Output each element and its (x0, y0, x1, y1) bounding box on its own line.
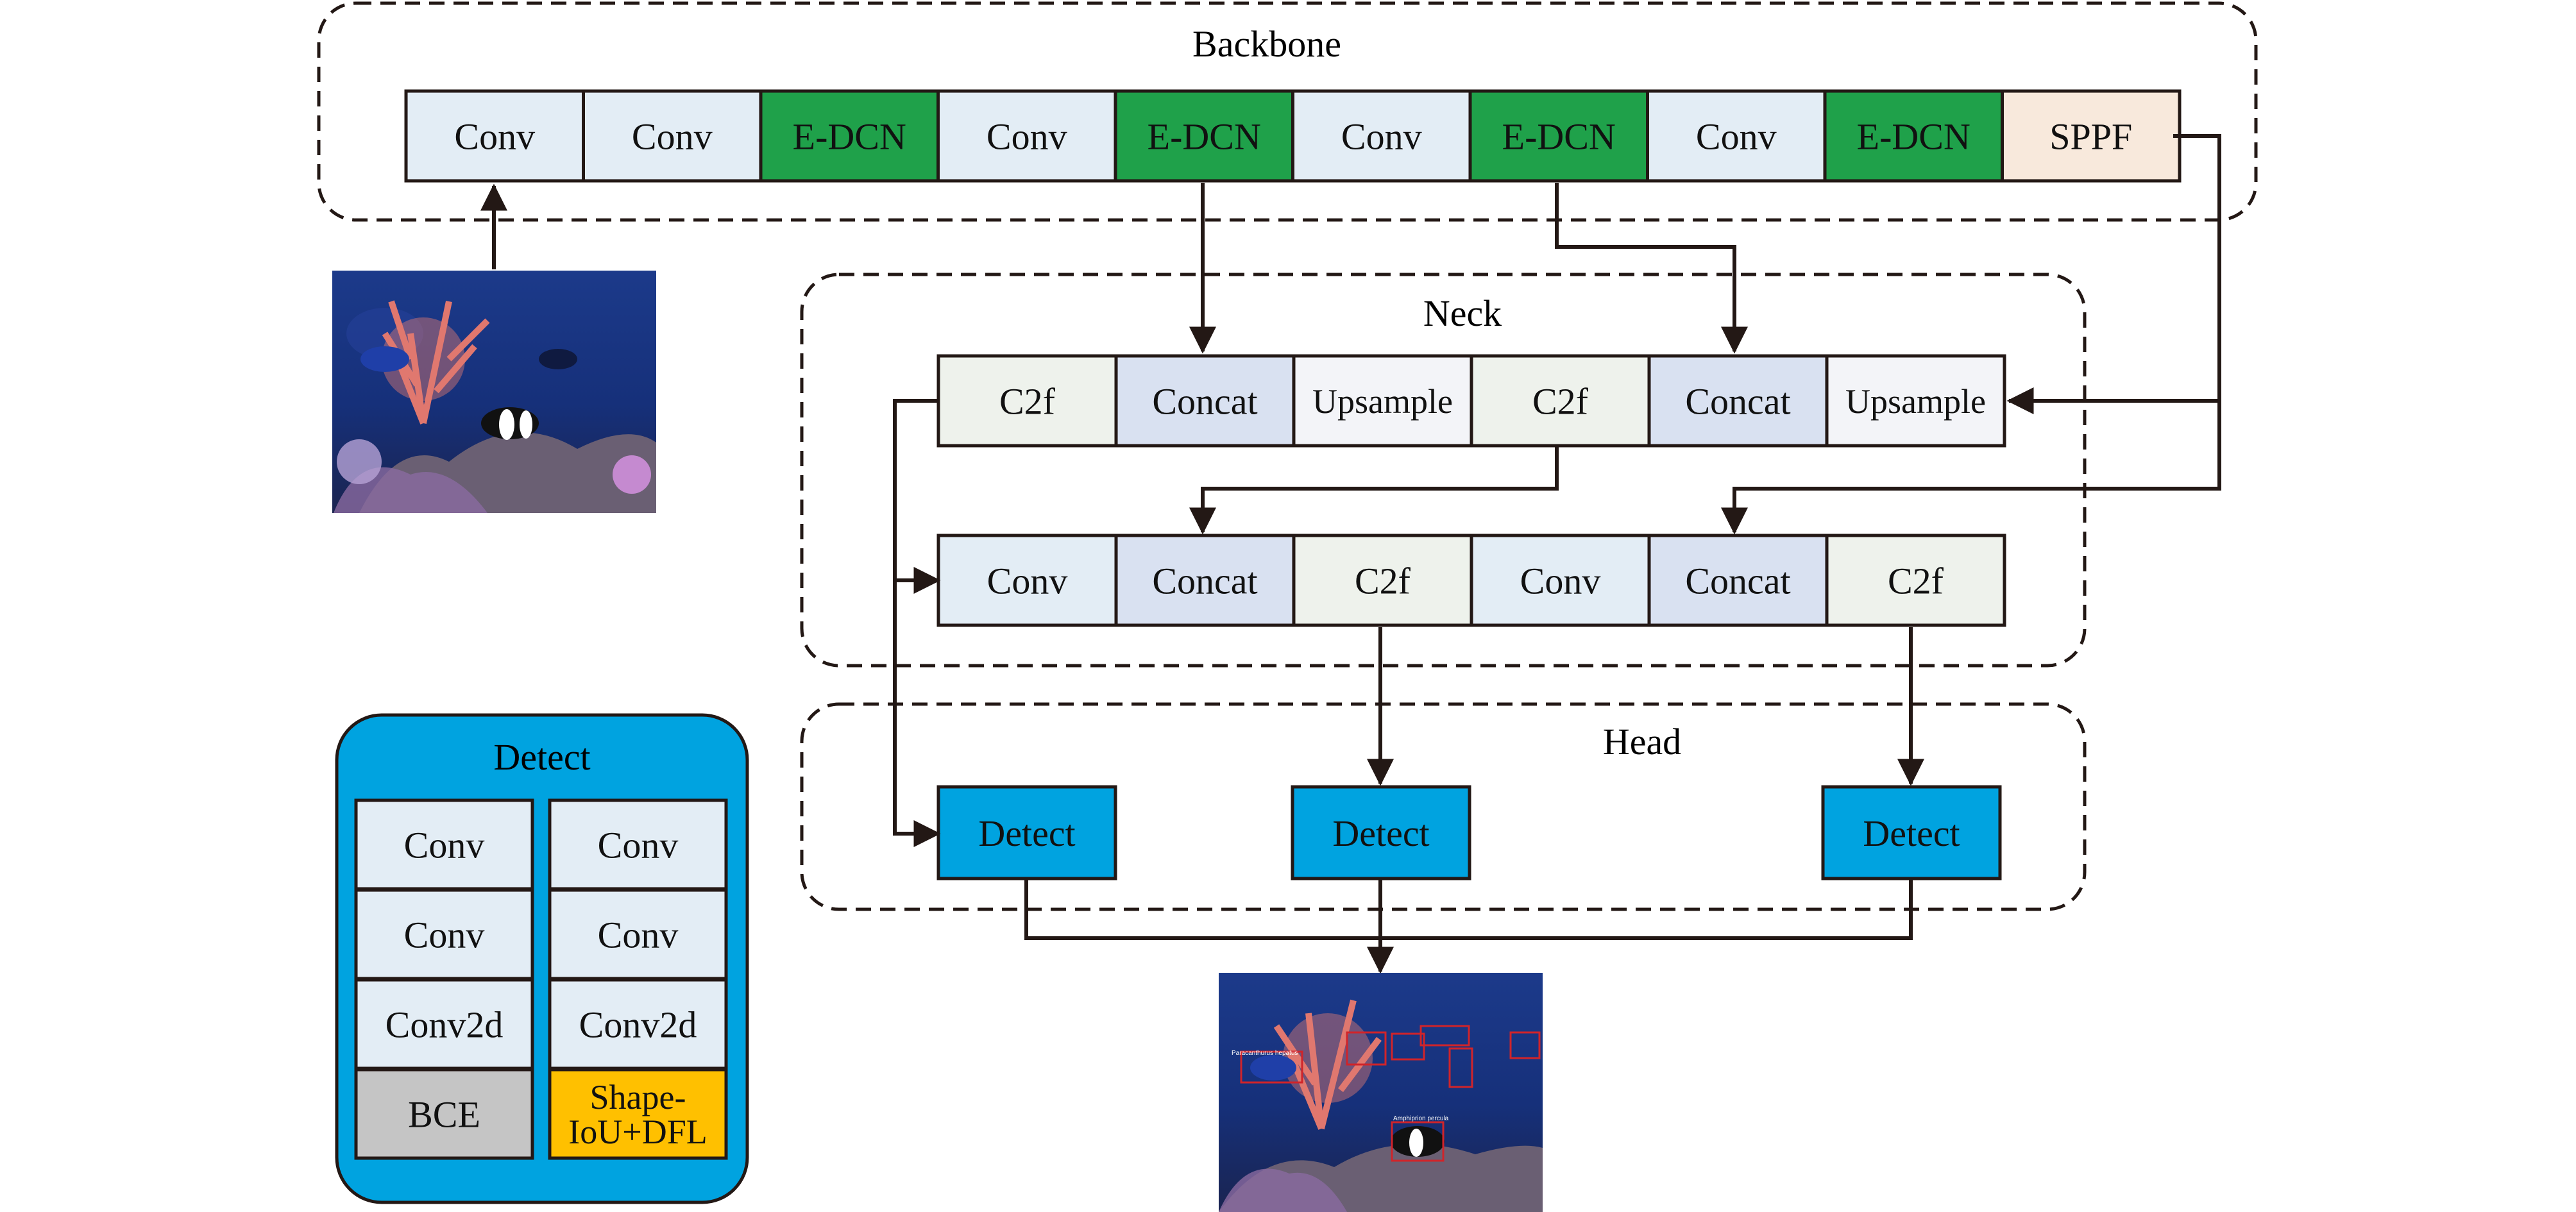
backbone-block-3-e-dcn-label: E-DCN (793, 115, 906, 157)
neck-row1-block-3-upsample: Upsample (1292, 354, 1473, 448)
backbone-block-5-e-dcn-label: E-DCN (1148, 115, 1261, 157)
neck-row2-block-4-conv-label: Conv (1520, 560, 1601, 602)
neck-row1-block-1-c2f-label: C2f (999, 380, 1056, 422)
neck-row2-block-2-concat: Concat (1114, 534, 1296, 627)
detect-right-block-1-conv: Conv (548, 798, 728, 891)
backbone-block-7-e-dcn: E-DCN (1468, 89, 1649, 183)
output-image: Paracanthurus hepatus Amphiprion percula (1219, 973, 1543, 1212)
arrow-sppf-to-concat-row2 (1721, 401, 2221, 535)
neck-row2-block-1-conv: Conv (936, 534, 1118, 627)
backbone-block-9-e-dcn: E-DCN (1823, 89, 2004, 183)
backbone-block-6-conv: Conv (1291, 89, 1472, 183)
detect-left-block-2-conv-label: Conv (404, 914, 485, 955)
arrow-sppf-to-upsample (2006, 134, 2221, 414)
neck-row2-block-5-concat-label: Concat (1685, 560, 1790, 602)
neck-row1-block-6-upsample-label: Upsample (1845, 382, 1986, 421)
detect-right-block-2-conv-label: Conv (598, 914, 679, 955)
neck-frame (800, 273, 2087, 668)
backbone-block-8-conv-label: Conv (1696, 115, 1777, 157)
neck-row1-block-2-concat: Concat (1114, 354, 1296, 448)
detect-left-block-3-conv2d-label: Conv2d (386, 1004, 504, 1045)
backbone-block-10-sppf-label: SPPF (2049, 115, 2132, 157)
detect-right-block-4-shape-iou-dfl-label-1: Shape- (590, 1078, 686, 1116)
backbone-block-2-conv-label: Conv (632, 115, 713, 157)
neck-row2-block-3-c2f-label: C2f (1355, 560, 1411, 602)
head-row: Detect Detect Detect (936, 785, 2002, 880)
neck-row-1: C2f Concat Upsample C2f Concat Upsample (936, 354, 2006, 448)
output-label-1: Paracanthurus hepatus (1232, 1050, 1298, 1057)
backbone-title: Backbone (1192, 23, 1341, 65)
arrow-c2f-to-concat-row2 (1189, 446, 1559, 535)
neck-row2-block-2-concat-label: Concat (1152, 560, 1257, 602)
detect-right-block-3-conv2d: Conv2d (548, 978, 728, 1070)
detect-right-block-4-shape-iou-dfl-label-2: IoU+DFL (568, 1113, 707, 1151)
detect-left-block-1-conv-label: Conv (404, 824, 485, 866)
detect-module-title: Detect (493, 736, 590, 778)
neck-row2-block-5-concat: Concat (1647, 534, 1829, 627)
backbone-block-4-conv: Conv (936, 89, 1117, 183)
output-label-2: Amphiprion percula (1393, 1115, 1449, 1122)
neck-title: Neck (1423, 292, 1502, 334)
backbone-block-10-sppf: SPPF (2001, 89, 2182, 183)
neck-row1-block-6-upsample: Upsample (1825, 354, 2006, 448)
head-detect-block-2-label: Detect (1332, 812, 1429, 854)
neck-row2-block-1-conv-label: Conv (987, 560, 1068, 602)
backbone-block-7-e-dcn-label: E-DCN (1502, 115, 1616, 157)
backbone-block-6-conv-label: Conv (1341, 115, 1422, 157)
neck-row1-block-3-upsample-label: Upsample (1312, 382, 1453, 421)
detect-right-block-1-conv-label: Conv (598, 824, 679, 866)
neck-row1-block-4-c2f: C2f (1470, 354, 1651, 448)
backbone-block-2-conv: Conv (582, 89, 763, 183)
detect-left-block-3-conv2d: Conv2d (354, 978, 534, 1070)
backbone-block-1-conv: Conv (404, 89, 585, 183)
backbone-row: Conv Conv E-DCN Conv E-DCN Conv E-DCN Conv E-DCN… (404, 89, 2182, 183)
neck-row1-block-1-c2f: C2f (936, 354, 1118, 448)
head-detect-block-1: Detect (936, 785, 1117, 880)
neck-row2-block-3-c2f: C2f (1292, 534, 1473, 627)
neck-row2-block-6-c2f: C2f (1825, 534, 2006, 627)
backbone-block-9-e-dcn-label: E-DCN (1857, 115, 1970, 157)
backbone-block-4-conv-label: Conv (987, 115, 1067, 157)
arrow-edcn-to-concat-2 (1555, 183, 1748, 354)
detect-right-block-4-shape-iou-dfl: Shape-IoU+DFL (548, 1068, 728, 1160)
detect-right-block-3-conv2d-label: Conv2d (579, 1004, 697, 1045)
detect-right-block-2-conv: Conv (548, 888, 728, 981)
arrow-c2f-to-detect-1 (893, 399, 941, 847)
backbone-block-5-e-dcn: E-DCN (1114, 89, 1294, 183)
head-detect-block-3: Detect (1821, 785, 2002, 880)
backbone-block-3-e-dcn: E-DCN (759, 89, 940, 183)
line-detect-1-to-output (1024, 880, 1913, 940)
neck-row-2: Conv Concat C2f Conv Concat C2f (936, 534, 2006, 627)
neck-row2-block-4-conv: Conv (1470, 534, 1651, 627)
head-detect-block-2: Detect (1291, 785, 1471, 880)
backbone-block-8-conv: Conv (1646, 89, 1827, 183)
neck-row1-block-4-c2f-label: C2f (1532, 380, 1589, 422)
detect-left-block-2-conv: Conv (354, 888, 534, 981)
backbone-frame (317, 1, 2258, 222)
detect-left-block-4-bce-label: BCE (408, 1093, 480, 1135)
detect-left-block-4-bce: BCE (354, 1068, 534, 1160)
neck-row1-block-5-concat-label: Concat (1685, 380, 1790, 422)
neck-row2-block-6-c2f-label: C2f (1888, 560, 1944, 602)
head-detect-block-3-label: Detect (1863, 812, 1960, 854)
input-image (332, 271, 656, 513)
head-detect-block-1-label: Detect (978, 812, 1075, 854)
connections (480, 134, 2221, 974)
head-frame (800, 702, 2087, 911)
detect-left-block-1-conv: Conv (354, 798, 534, 891)
neck-row1-block-2-concat-label: Concat (1152, 380, 1257, 422)
neck-row1-block-5-concat: Concat (1647, 354, 1829, 448)
head-title: Head (1603, 721, 1681, 762)
backbone-block-1-conv-label: Conv (454, 115, 535, 157)
